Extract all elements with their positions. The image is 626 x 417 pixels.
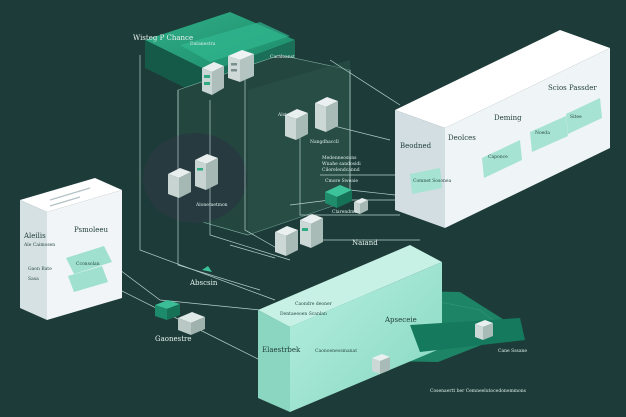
server-top-2 [228,50,254,82]
left-box-inner-label-2: Gaon Bate [28,266,52,272]
right-box-title: Scios Passder [548,84,597,92]
left-service-box [20,178,122,320]
right-box-chip-2: Noeda [535,130,550,136]
bottom-caption: Cosenaertt ber Cemneelutocedonemmons [430,388,527,394]
server-low-1 [275,226,298,256]
bottom-right-label: Cane Sssane [498,348,527,354]
top-title-label: Wisteg P Chance [133,34,193,42]
server-mid-2 [315,97,338,132]
mid-panel-subtitle: Nangdhaccll [310,139,339,145]
server-bottom-box [372,354,390,374]
left-box-inner-label: Cconsolan [76,261,100,267]
right-box-chip-3: Sitee [570,114,582,120]
server-blob-2 [195,154,218,190]
bottom-mint-box [258,245,525,412]
server-bottom-right [475,320,493,340]
big-box-row-1: Dentaeeoen Scanlan [280,311,327,317]
mid-panel-label: Alste Nen [277,112,301,118]
top-panel-title: Datanestra [190,41,216,47]
right-box-column-2: Deolces [448,134,476,142]
top-panel-subtitle: Caraleanst [270,54,295,60]
mid-list-item-5: Clarendme [332,209,357,215]
network-label: Naiand [352,239,378,247]
server-bottom-mid [155,300,205,335]
abscsin-marker-icon [202,266,212,272]
big-box-title: Elaestrbek [262,346,301,354]
mid-list-item-4: Cmore Sweaie [325,178,358,184]
server-low-2 [300,214,323,248]
right-box-column-3: Deming [494,114,522,122]
server-green-device [325,185,368,214]
mid-list-item-2: Wnahe sandosidi [322,161,361,167]
mid-list-item-3: Cilorelendcannd [322,167,360,173]
left-box-title: Aleilis [23,232,46,240]
big-box-row-2: Caondre deoner [295,301,333,307]
server-mid-1 [285,109,308,140]
dark-blob-label: Alonemetmon [195,202,228,208]
left-box-heading: Psmoleeu [74,226,108,234]
right-service-box [395,30,610,228]
server-top-1 [202,62,224,95]
right-box-column-1: Beodned [400,142,432,150]
left-box-subtitle: Ale Caimosen [23,242,55,248]
right-box-chip-4: Comnet Sosonea [413,178,452,184]
left-box-inner-label-3: Sasa [28,276,39,282]
big-box-row-3: Caonoeneosmanat [315,348,357,354]
abscsin-label: Abscsin [189,279,218,287]
mid-list-item-1: Medenneosuns [322,155,357,161]
big-box-label: Apseceie [384,316,417,324]
bottom-left-label: Gaonestre [155,335,192,343]
right-box-chip-1: Caponce [488,154,508,160]
server-blob-1 [168,168,191,198]
